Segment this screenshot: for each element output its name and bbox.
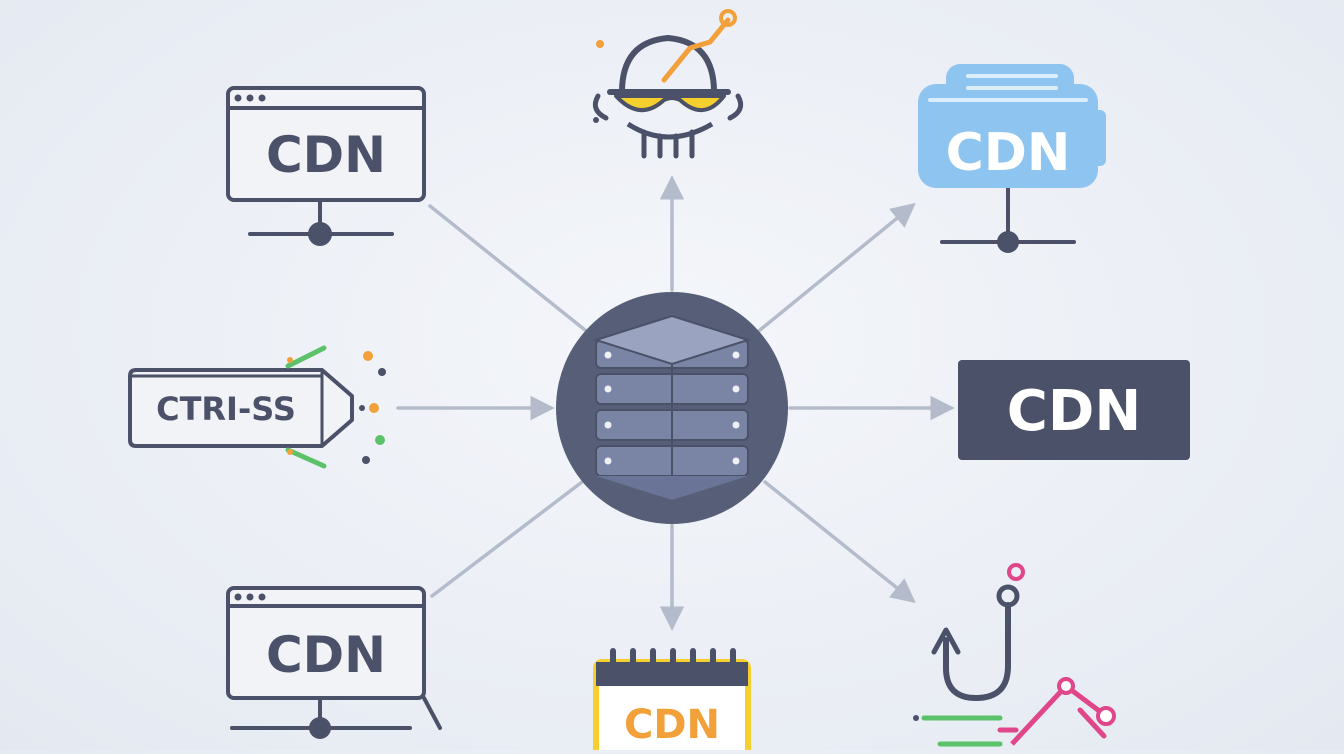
network-node-icon xyxy=(997,231,1019,253)
network-node-icon xyxy=(308,222,332,246)
arrow-top-left xyxy=(428,204,587,332)
node-bottom-left: CDN xyxy=(226,586,442,739)
network-node-icon xyxy=(309,717,331,739)
usb-key-icon xyxy=(128,368,354,448)
node-top-right-label: CDN xyxy=(946,123,1071,183)
window-dot-icon xyxy=(258,593,266,601)
fish-hook-icon xyxy=(913,563,1116,747)
node-right-label: CDN xyxy=(1007,379,1141,444)
server-stack-icon xyxy=(592,314,752,500)
node-bottom-center-label: CDN xyxy=(624,702,720,748)
window-dot-icon xyxy=(258,94,266,102)
window-dot-icon xyxy=(234,94,242,102)
node-left: CTRI-SS xyxy=(128,345,386,469)
window-dot-icon xyxy=(246,94,254,102)
node-top-left: CDN xyxy=(226,86,426,246)
node-left-label: CTRI-SS xyxy=(156,390,296,428)
robot-attacker-icon xyxy=(592,9,744,159)
arrow-bottom-left xyxy=(430,480,584,598)
node-bottom-left-label: CDN xyxy=(266,626,386,684)
window-dot-icon xyxy=(246,593,254,601)
node-right: CDN xyxy=(958,360,1190,460)
calendar-icon: CDN xyxy=(593,648,751,754)
hub-server xyxy=(556,292,788,524)
arrow-top-right xyxy=(758,202,916,332)
window-dot-icon xyxy=(234,593,242,601)
connector-lines xyxy=(396,175,955,631)
arrow-bottom-right xyxy=(763,480,916,604)
node-top-right: CDN xyxy=(918,64,1106,253)
node-top-left-label: CDN xyxy=(266,126,386,184)
